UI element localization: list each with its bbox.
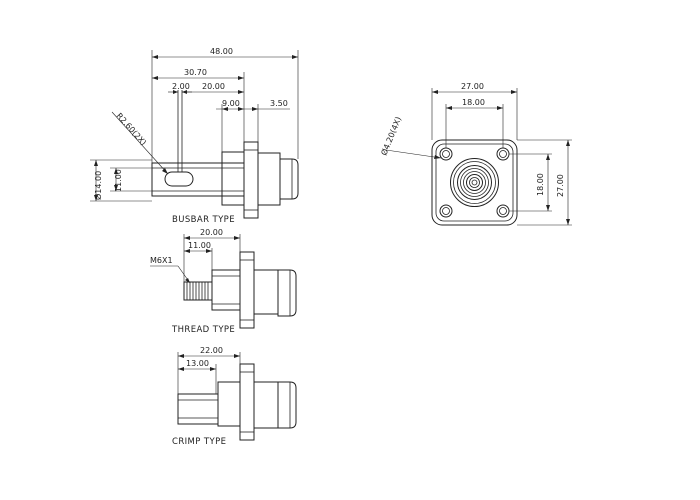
caption-busbar: BUSBAR TYPE bbox=[172, 215, 235, 225]
crimp-side-view: 22.00 13.00 CRIMP TYPE bbox=[172, 346, 297, 447]
center-receptacle bbox=[450, 158, 499, 207]
front-flange-square bbox=[431, 139, 518, 226]
dim-front-width-inner: 18.00 bbox=[462, 98, 485, 107]
dim-front-height-inner: 18.00 bbox=[536, 173, 545, 196]
dim-diameter-14: Ø14.00 bbox=[93, 171, 103, 200]
dim-flange-thickness: 3.50 bbox=[270, 99, 288, 108]
dim-front-width-outer: 27.00 bbox=[461, 82, 484, 91]
dim-slot-to-flange: 20.00 bbox=[202, 82, 225, 91]
busbar-slot bbox=[164, 171, 194, 187]
thread-side-view: 20.00 11.00 M6X1 THREAD TYPE bbox=[150, 228, 297, 335]
dim-slot-radius: R2.60(2X) bbox=[115, 111, 149, 147]
thread-flange bbox=[239, 251, 255, 329]
crimp-flange bbox=[239, 363, 255, 441]
thread-hatch bbox=[186, 282, 209, 300]
dim-flange-to-end: 9.00 bbox=[222, 99, 240, 108]
dim-thread-total: 20.00 bbox=[200, 228, 223, 237]
caption-crimp: CRIMP TYPE bbox=[172, 437, 226, 447]
dim-width-11: 11.00 bbox=[114, 169, 123, 192]
front-view: 27.00 18.00 18.00 27.00 Ø4.20(4X) bbox=[379, 82, 572, 226]
dim-front-height-outer: 27.00 bbox=[556, 174, 565, 197]
dim-thread-length: 11.00 bbox=[188, 241, 211, 250]
busbar-flange bbox=[243, 141, 259, 219]
crimp-barrel bbox=[177, 393, 219, 425]
busbar-side-view: 48.00 30.70 2.00 20.00 9.00 3.50 R2.60(2… bbox=[90, 47, 299, 225]
dim-crimp-total: 22.00 bbox=[200, 346, 223, 355]
dim-overall-length: 48.00 bbox=[210, 47, 233, 56]
caption-thread: THREAD TYPE bbox=[171, 325, 235, 335]
dim-thread-spec: M6X1 bbox=[150, 256, 173, 265]
dim-slot-width: 2.00 bbox=[172, 82, 190, 91]
dim-crimp-barrel: 13.00 bbox=[186, 359, 209, 368]
dim-body-length: 30.70 bbox=[184, 68, 207, 77]
